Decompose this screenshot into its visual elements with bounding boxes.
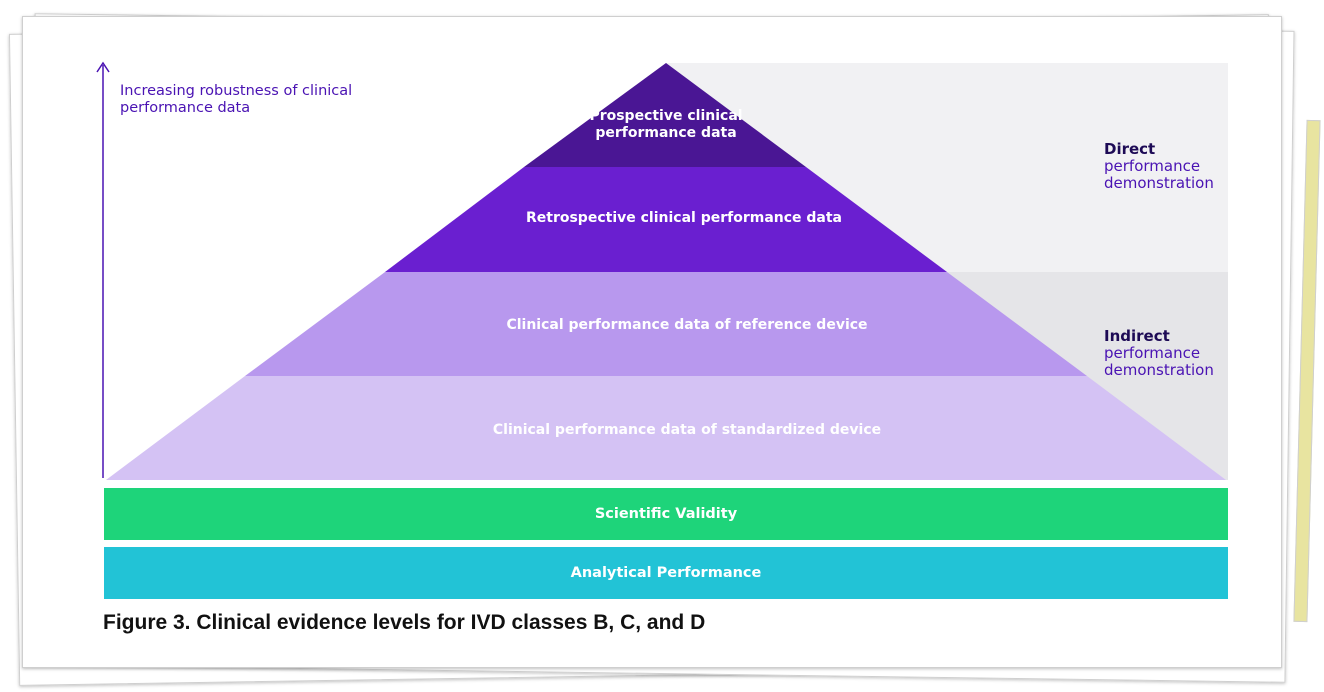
direct-title: Direct [1104,140,1156,158]
axis-label: Increasing robustness of clinical perfor… [120,83,353,116]
direct-line1: performance [1104,157,1201,175]
axis-arrow-head [96,61,110,73]
indirect-title: Indirect [1104,327,1170,345]
tier-reference-device [245,272,1087,376]
tier-label-reference-device: Clinical performance data of reference d… [506,317,868,333]
tier-label-retrospective: Retrospective clinical performance data [525,210,843,226]
tier-standardized-device [106,376,1226,480]
tier-label-standardized-device: Clinical performance data of standardize… [492,422,882,438]
direct-line2: demonstration [1104,174,1214,192]
analytical-performance-band: Analytical Performance [104,547,1228,599]
tier-prospective [524,63,806,167]
figure-caption: Figure 3. Clinical evidence levels for I… [103,611,706,634]
direct-demonstration-label: Direct performance demonstration [1104,141,1214,192]
tier-retrospective [385,167,947,272]
scientific-validity-label: Scientific Validity [594,506,738,522]
analytical-performance-label: Analytical Performance [570,565,762,581]
indirect-line1: performance [1104,344,1201,362]
indirect-line2: demonstration [1104,361,1214,379]
scientific-validity-band: Scientific Validity [104,488,1228,540]
tier-label-prospective: Prospective clinical performance data [589,108,743,141]
indirect-demonstration-label: Indirect performance demonstration [1104,328,1214,379]
